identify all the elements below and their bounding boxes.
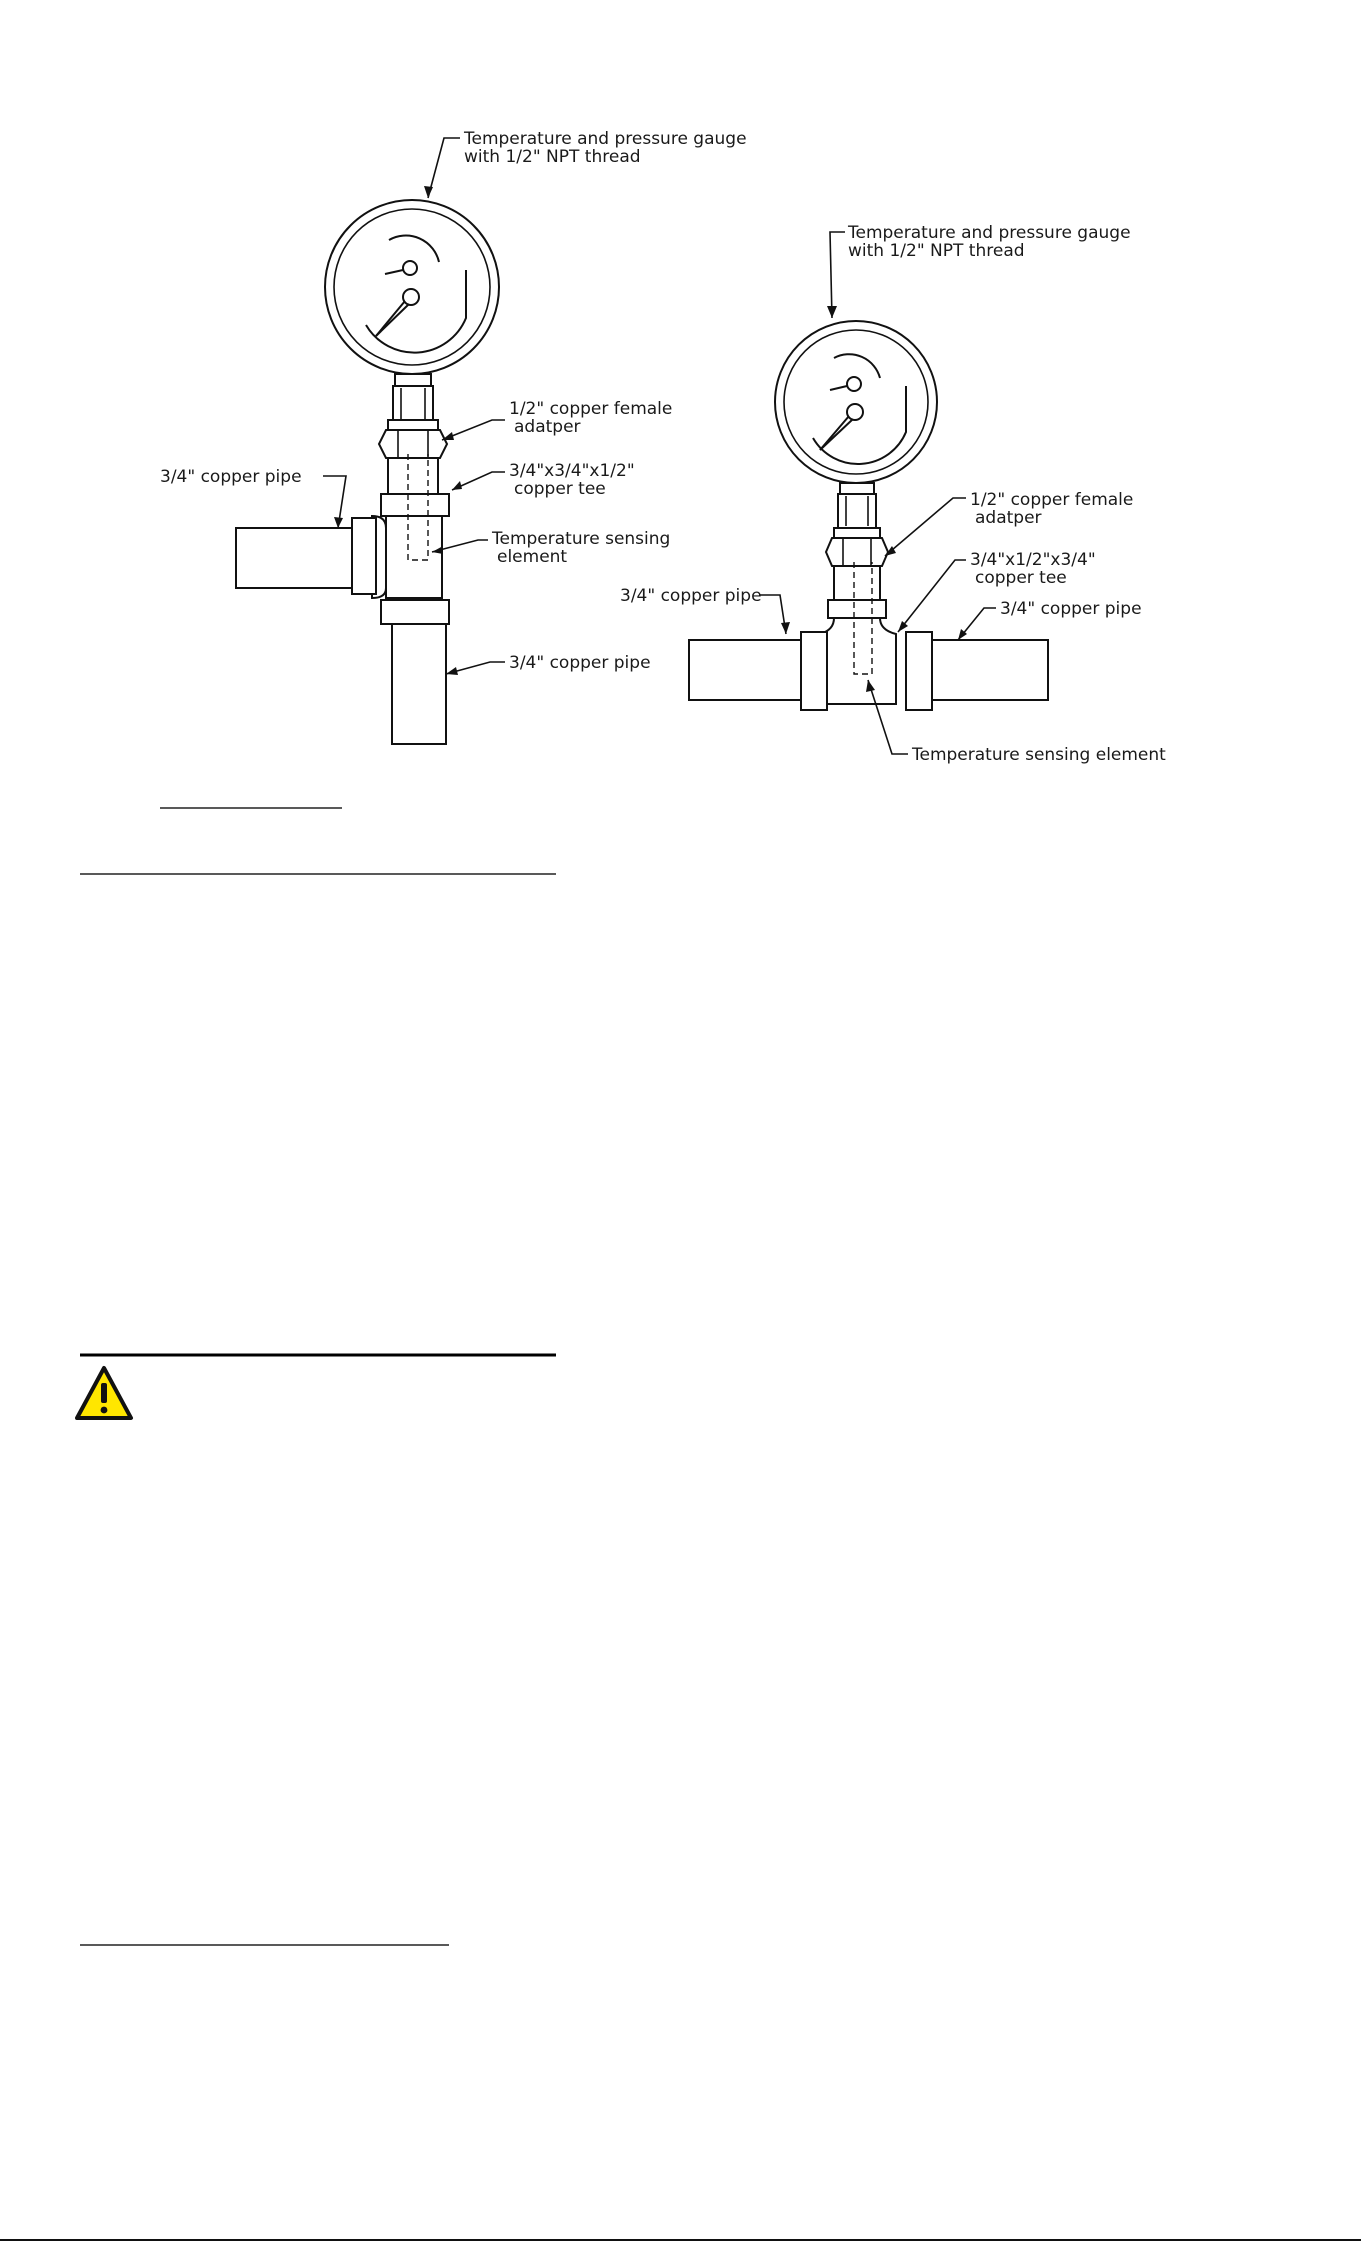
right-sensing-label: Temperature sensing element xyxy=(911,745,1166,765)
right-right-pipe-label: 3/4" copper pipe xyxy=(1000,599,1142,619)
left-sensing-label-line1: Temperature sensing xyxy=(491,529,670,549)
right-tee-left-collar xyxy=(800,631,828,711)
left-tee-body xyxy=(385,515,443,599)
left-tee-bottom-collar xyxy=(380,599,450,625)
left-adapter-label-line2: adatper xyxy=(514,417,581,437)
left-adapter-body xyxy=(387,457,439,495)
left-tee-side-collar xyxy=(351,517,377,595)
left-bottom-pipe xyxy=(391,623,447,745)
right-sensing-element xyxy=(853,562,873,675)
left-side-pipe-label: 3/4" copper pipe xyxy=(160,467,302,487)
right-left-pipe-label: 3/4" copper pipe xyxy=(620,586,762,606)
left-gauge xyxy=(324,199,500,375)
right-gauge-label-line2: with 1/2" NPT thread xyxy=(848,241,1025,261)
right-left-pipe xyxy=(688,639,802,701)
right-adapter-body xyxy=(833,565,881,601)
left-tee-top-collar xyxy=(380,493,450,517)
right-adapter-top xyxy=(833,527,881,539)
warning-triangle-icon xyxy=(75,1366,133,1420)
left-gauge-label-line1: Temperature and pressure gauge xyxy=(463,129,747,149)
right-adapter-hex xyxy=(824,537,890,567)
left-tee-label-line1: 3/4"x3/4"x1/2" xyxy=(509,461,635,481)
right-adapter-label-line1: 1/2" copper female xyxy=(970,490,1133,510)
left-sensing-label-line2: element xyxy=(497,547,567,567)
right-tee-label-line2: copper tee xyxy=(975,568,1067,588)
right-tee-top-collar xyxy=(827,599,887,619)
left-adapter-hex xyxy=(377,429,449,459)
right-right-pipe xyxy=(929,639,1049,701)
right-adapter-label-line2: adatper xyxy=(975,508,1042,528)
right-gauge-label-line1: Temperature and pressure gauge xyxy=(847,223,1131,243)
right-tee-label-line1: 3/4"x1/2"x3/4" xyxy=(970,550,1096,570)
right-gauge xyxy=(774,320,938,484)
left-gauge-nut xyxy=(392,385,434,423)
left-side-pipe xyxy=(235,527,353,589)
left-adapter-top xyxy=(387,419,439,431)
left-tee-label-line2: copper tee xyxy=(514,479,606,499)
right-tee-body xyxy=(819,617,897,705)
left-bottom-pipe-label: 3/4" copper pipe xyxy=(509,653,651,673)
right-diagram: Temperature and pressure gauge with 1/2"… xyxy=(620,223,1166,765)
left-sensing-element xyxy=(407,454,429,561)
left-adapter-label-line1: 1/2" copper female xyxy=(509,399,672,419)
right-gauge-nut xyxy=(837,493,877,529)
right-tee-right-collar xyxy=(905,631,933,711)
left-diagram: Temperature and pressure gauge with 1/2"… xyxy=(160,129,747,745)
left-gauge-label-line2: with 1/2" NPT thread xyxy=(464,147,641,167)
